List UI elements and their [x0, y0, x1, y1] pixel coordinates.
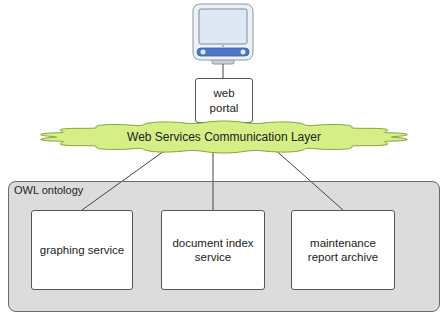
layer-label: Web Services Communication Layer	[127, 130, 321, 144]
communication-cloud: Web Services Communication Layer	[36, 119, 412, 155]
service-box: document index service	[161, 210, 265, 290]
computer-icon	[193, 4, 253, 64]
service-box: maintenance report archive	[291, 210, 395, 290]
box-label: document index service	[169, 236, 257, 265]
portal-box: web portal	[195, 78, 253, 123]
region-fill	[8, 181, 440, 312]
ontology-region: OWL ontology graphing service document ind…	[8, 181, 440, 312]
region-fills	[8, 181, 440, 312]
box-label: graphing service	[40, 243, 124, 257]
service-box: graphing service	[31, 210, 133, 290]
box-label: maintenance report archive	[299, 236, 387, 265]
box-label: web portal	[203, 86, 245, 115]
region-heading: OWL ontology	[14, 184, 434, 196]
cloud-outline	[41, 121, 408, 153]
link-line	[223, 64, 224, 78]
